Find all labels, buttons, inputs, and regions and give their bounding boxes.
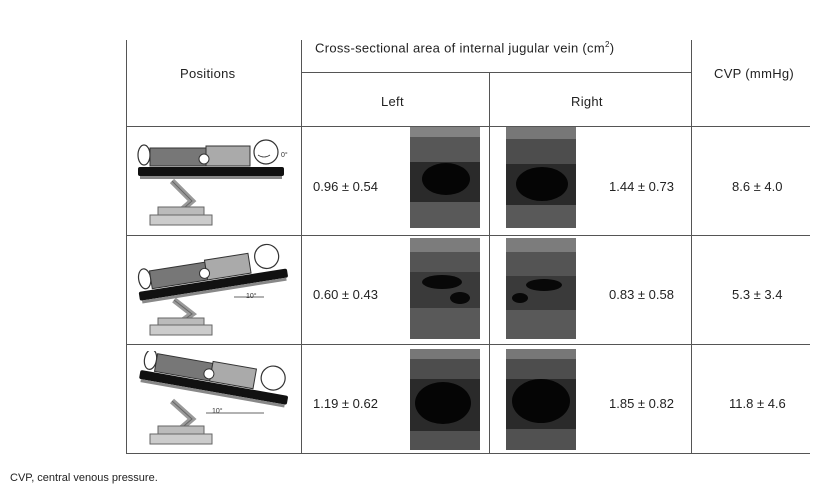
header-cvp: CVP (mmHg) xyxy=(714,66,795,81)
row-divider-2 xyxy=(126,344,810,345)
right-value: 1.44 ± 0.73 xyxy=(609,179,674,194)
ultrasound-left xyxy=(410,238,480,339)
position-figure-reverse-trendelenburg: 10° xyxy=(137,243,288,336)
position-figure-trendelenburg: 10° xyxy=(139,351,288,445)
angle-label: 10° xyxy=(246,292,257,300)
results-table xyxy=(126,40,810,454)
header-csa: Cross-sectional area of internal jugular… xyxy=(315,40,614,55)
header-subdivider xyxy=(301,72,691,73)
header-csa-superscript: 2 xyxy=(605,40,610,49)
header-csa-close: ) xyxy=(609,40,615,56)
angle-label: 10° xyxy=(212,407,223,415)
column-divider-positions xyxy=(301,40,302,454)
position-figure-supine: 0° xyxy=(137,139,288,226)
right-value: 1.85 ± 0.82 xyxy=(609,396,674,411)
header-csa-text: Cross-sectional area of internal jugular… xyxy=(315,40,605,56)
column-divider-cvp xyxy=(691,40,692,454)
angle-label: 0° xyxy=(281,151,288,159)
ultrasound-right xyxy=(506,349,576,450)
cvp-value: 8.6 ± 4.0 xyxy=(732,179,783,194)
table-border-bottom xyxy=(126,453,810,454)
column-divider-left-right xyxy=(489,72,490,454)
ultrasound-left xyxy=(410,349,480,450)
header-positions: Positions xyxy=(180,66,236,81)
ultrasound-right xyxy=(506,238,576,339)
table-footnote: CVP, central venous pressure. xyxy=(10,472,158,484)
left-value: 0.60 ± 0.43 xyxy=(313,287,378,302)
ultrasound-right xyxy=(506,127,576,228)
left-value: 0.96 ± 0.54 xyxy=(313,179,378,194)
cvp-value: 5.3 ± 3.4 xyxy=(732,287,783,302)
header-right: Right xyxy=(571,94,603,109)
right-value: 0.83 ± 0.58 xyxy=(609,287,674,302)
header-bottom-line xyxy=(126,126,810,127)
cvp-value: 11.8 ± 4.6 xyxy=(729,396,786,411)
header-left: Left xyxy=(381,94,404,109)
left-value: 1.19 ± 0.62 xyxy=(313,396,378,411)
ultrasound-left xyxy=(410,127,480,228)
table-border-left xyxy=(126,40,127,454)
row-divider-1 xyxy=(126,235,810,236)
